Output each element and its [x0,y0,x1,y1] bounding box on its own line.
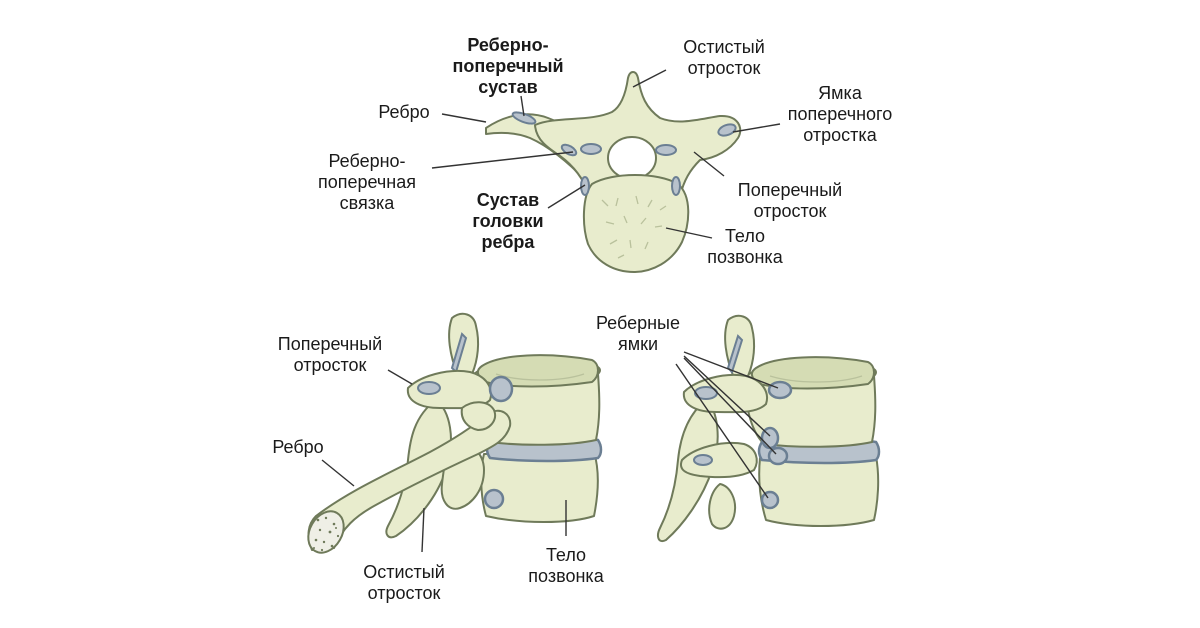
label-rib-top: Ребро [378,102,430,122]
lower-transverse-process [680,442,758,479]
label-rib-left: Ребро [272,437,324,457]
body-surface-pattern [601,195,667,259]
superior-costal-facet [488,375,514,403]
label-spinous-process-bottom: Остистый отросток [363,562,445,603]
label-spinous-process-top: Остистый отросток [683,37,765,78]
inferior-costal-facet [483,488,505,510]
label-rib-head-joint: Сустав головки ребра [472,190,544,252]
rib-spongy-bone [313,516,340,552]
transverse-fovea-bottom [417,381,441,395]
transverse-tip-cartilage [717,123,737,137]
vertebral-foramen [607,136,657,180]
right-body-cartilage [671,176,681,196]
transverse-process-bottom [406,370,492,410]
bottom-left-leader-lines [321,369,567,553]
right-fovea-cartilage [655,144,677,156]
label-body-top: Тело позвонка [707,226,783,267]
rib-head-cartilage [580,176,590,196]
costal-facet-1 [767,380,793,400]
label-body-bottom: Тело позвонка [528,545,604,586]
vertebral-body-top [582,174,690,273]
costal-facet-4 [760,490,780,510]
lateral-view-vertebrae [657,314,881,542]
label-transverse-fovea: Ямка поперечного отростка [787,83,893,145]
lower-vertebral-body-right [758,455,880,527]
bottom-right-leader-lines [675,351,779,499]
superior-view-illustration [485,71,742,273]
lateral-view-with-rib [307,312,603,554]
upper-transverse-process [682,374,768,414]
top-leader-lines [431,69,781,239]
label-costal-facets: Реберные ямки [595,313,681,354]
lower-vertebral-body [480,451,599,523]
rib-transverse-joint-cartilage [511,111,537,125]
label-costotransverse-ligament: Реберно- поперечная связка [317,151,416,213]
transverse-fovea-cartilage [580,143,602,155]
rib-cross-section [307,510,345,554]
label-transverse-process-top: Поперечный отросток [737,180,843,221]
label-rib-transverse-joint: Реберно- поперечный сустав [452,35,564,97]
label-transverse-process-left: Поперечный отросток [277,334,383,375]
